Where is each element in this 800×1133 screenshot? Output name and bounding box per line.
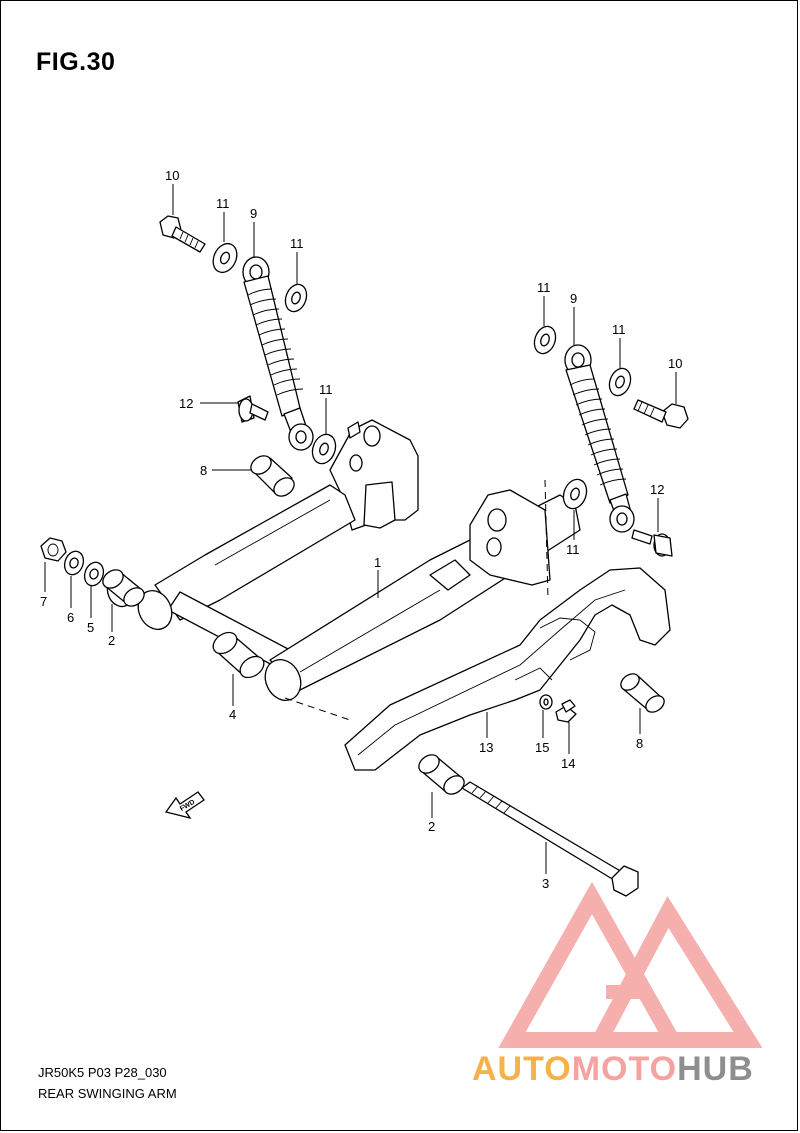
callout-5: 5 — [87, 620, 94, 635]
callout-10-left: 10 — [165, 168, 179, 183]
chain-case-13 — [344, 567, 671, 771]
callout-11-left-a: 11 — [216, 196, 230, 211]
bushing-4 — [212, 631, 265, 679]
nut-7 — [40, 537, 67, 562]
washer-11-left-a — [212, 242, 238, 274]
bolt-10-right — [633, 399, 689, 429]
callout-12-left: 12 — [179, 396, 193, 411]
callout-13: 13 — [479, 740, 493, 755]
shock-absorber-9-left — [242, 256, 314, 451]
collar-8-right — [620, 673, 665, 713]
bolt-12-right — [631, 529, 673, 557]
shock-absorber-9-right — [564, 344, 635, 533]
callout-11-right-c: 11 — [566, 542, 580, 557]
callout-6: 6 — [67, 610, 74, 625]
callout-numbers: 10 11 9 11 12 11 8 11 9 11 10 12 11 1 7 … — [40, 168, 682, 891]
watermark-part-auto: AUTO — [472, 1050, 572, 1088]
callout-9-left: 9 — [250, 206, 257, 221]
figure-name: REAR SWINGING ARM — [38, 1086, 177, 1101]
watermark-part-moto: MOTO — [571, 1050, 678, 1088]
watermark-part-hub: HUB — [677, 1050, 754, 1088]
callout-15: 15 — [535, 740, 549, 755]
callout-11-left-c: 11 — [319, 382, 333, 397]
figure-code: JR50K5 P03 P28_030 — [38, 1065, 167, 1080]
washer-5 — [83, 561, 105, 587]
callout-7: 7 — [40, 594, 47, 609]
axle-bolt-3 — [461, 781, 639, 897]
bushing-2-left — [102, 569, 145, 607]
washer-6 — [63, 550, 85, 576]
callout-11-left-b: 11 — [290, 236, 304, 251]
callout-10-right: 10 — [668, 356, 682, 371]
screw-14 — [555, 699, 577, 723]
callout-9-right: 9 — [570, 291, 577, 306]
callout-12-right: 12 — [650, 482, 664, 497]
callout-3: 3 — [542, 876, 549, 891]
bolt-12-left — [237, 395, 269, 423]
washer-15 — [539, 694, 553, 710]
fwd-arrow-icon: FWD — [164, 791, 205, 820]
collar-8-left — [250, 455, 295, 497]
callout-11-right-a: 11 — [537, 280, 551, 295]
watermark-logo-icon — [498, 881, 763, 1048]
watermark-text: AUTOMOTOHUB — [472, 1050, 754, 1089]
swinging-arm-1 — [106, 419, 581, 701]
callout-8-left: 8 — [200, 463, 207, 478]
washer-11-right-a — [533, 325, 557, 355]
bushing-2-right — [418, 754, 465, 795]
callout-8-right: 8 — [636, 736, 643, 751]
callout-1: 1 — [374, 555, 381, 570]
washer-11-left-c — [311, 433, 337, 465]
callout-14: 14 — [561, 756, 575, 771]
washer-11-left-b — [284, 283, 308, 313]
callout-4: 4 — [229, 707, 236, 722]
bolt-10-left — [159, 215, 206, 253]
figure-title: FIG.30 — [36, 48, 116, 76]
callout-11-right-b: 11 — [612, 322, 626, 337]
leader-lines — [44, 184, 677, 874]
washer-11-right-b — [608, 367, 632, 397]
callout-2-left: 2 — [108, 633, 115, 648]
callout-2-right: 2 — [428, 819, 435, 834]
washer-11-right-c — [562, 478, 588, 510]
